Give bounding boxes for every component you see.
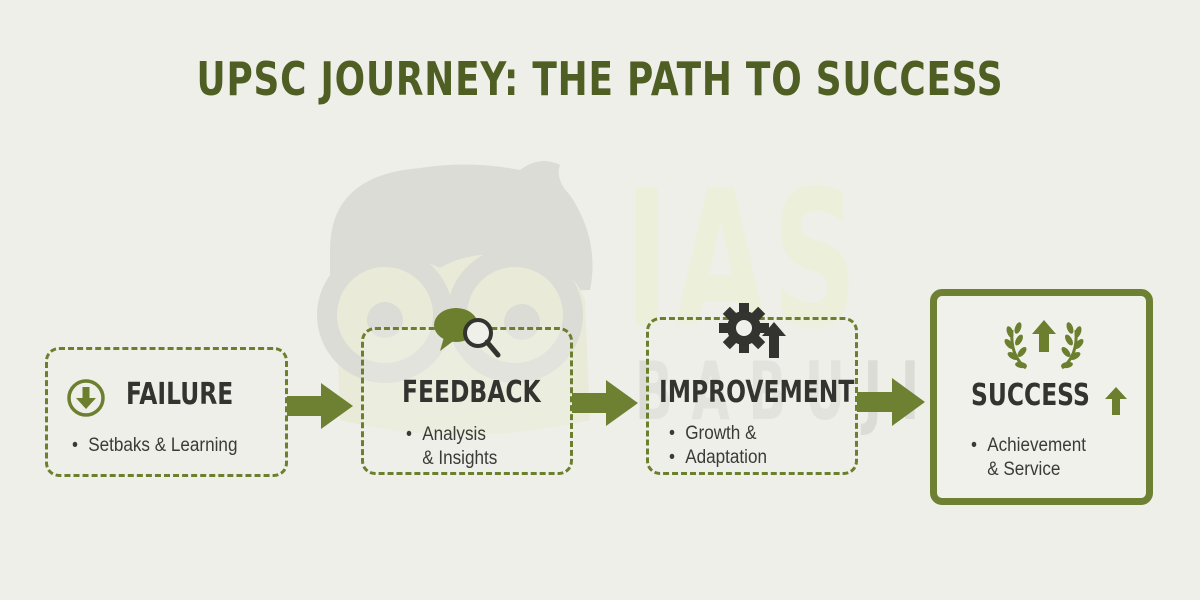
stage-bullet: •Achievement & Service	[971, 435, 1087, 480]
up-arrow-icon	[1105, 387, 1127, 415]
stage-failure: FAILURE •Setbaks & Learning	[45, 347, 288, 477]
stage-bullet: •Setbaks & Learning	[72, 435, 238, 456]
stage-feedback: FEEDBACK •Analysis & Insights	[361, 327, 573, 475]
stage-improvement: IMPROVEMENT •Growth & •Adaptation	[646, 317, 858, 475]
stage-bullet: •Analysis & Insights	[406, 424, 498, 469]
right-arrow-icon	[287, 383, 353, 429]
stage-heading: FEEDBACK	[402, 375, 541, 410]
stage-bullet: •Growth & •Adaptation	[669, 423, 767, 468]
right-arrow-icon	[857, 378, 925, 426]
down-arrow-circle-icon	[67, 379, 105, 417]
gear-up-arrow-icon	[719, 303, 786, 358]
page-title: UPSC JOURNEY: THE PATH TO SUCCESS	[196, 52, 1004, 106]
stage-success: SUCCESS •Achievement & Service	[930, 289, 1153, 505]
laurel-up-arrow-icon	[1004, 320, 1084, 370]
stage-heading: IMPROVEMENT	[659, 375, 855, 410]
chat-magnifier-icon	[434, 308, 501, 358]
stage-heading: FAILURE	[126, 377, 234, 412]
stage-heading: SUCCESS	[971, 378, 1090, 413]
right-arrow-icon	[572, 380, 638, 426]
